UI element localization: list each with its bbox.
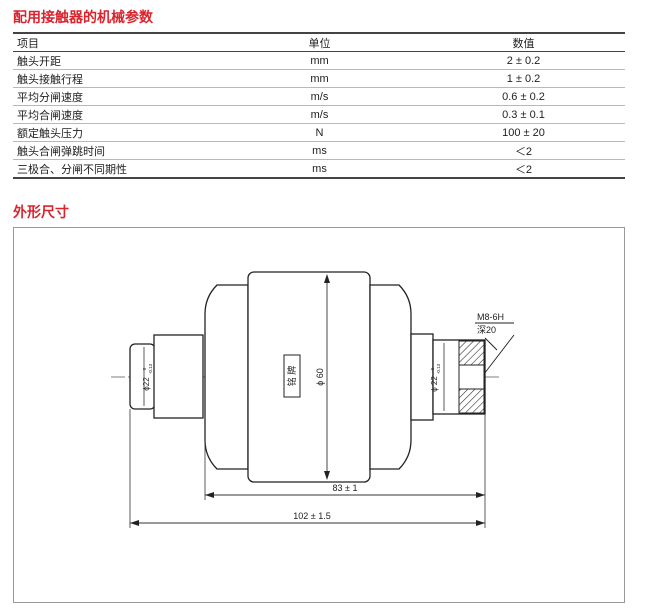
table-row: 三极合、分闸不同期性 ms ＜2 xyxy=(13,160,625,178)
table-row: 额定触头压力 N 100 ± 20 xyxy=(13,124,625,142)
thread-depth-label: 深20 xyxy=(477,325,496,335)
section-title-dimensions: 外形尺寸 xyxy=(13,204,69,220)
cell-unit: ms xyxy=(312,144,327,157)
cell-unit: mm xyxy=(310,72,329,85)
cell-unit: N xyxy=(315,126,324,139)
mechanical-params-table: 项目 单位 数值 触头开距 mm 2 ± 0.2 触头接触行程 mm 1 ± 0.2 平… xyxy=(13,32,625,179)
cell-item: 平均合闸速度 xyxy=(17,109,83,122)
cell-item: 平均分闸速度 xyxy=(17,91,83,104)
cell-item: 额定触头压力 xyxy=(17,127,83,140)
table-row: 触头开距 mm 2 ± 0.2 xyxy=(13,52,625,70)
dim-right-tol-upper: 0 xyxy=(430,367,435,370)
cell-value: 0.3 ± 0.1 xyxy=(502,108,545,121)
thread-hatch-top xyxy=(458,340,485,366)
thread-hatch-bottom xyxy=(458,388,485,414)
cell-unit: m/s xyxy=(310,108,329,121)
header-value: 数值 xyxy=(512,37,535,50)
cell-value: 1 ± 0.2 xyxy=(506,72,541,85)
dim-right-shaft-label: ϕ 22 xyxy=(430,376,439,392)
header-unit: 单位 xyxy=(308,37,331,50)
dim-right-tol-lower: -0.13 xyxy=(436,363,441,374)
dim-102-label: 102 ± 1.5 xyxy=(293,511,330,521)
cell-unit: mm xyxy=(310,54,329,67)
dim-60-arrow-top xyxy=(324,274,330,283)
body-right-cap xyxy=(369,284,412,470)
cell-unit: m/s xyxy=(310,90,329,103)
cell-value: 0.6 ± 0.2 xyxy=(502,90,545,103)
nameplate-box xyxy=(283,354,301,398)
dim-left-tol-upper: 0 xyxy=(142,367,147,370)
section-title-mechanical-params: 配用接触器的机械参数 xyxy=(13,9,153,25)
cell-value: ＜2 xyxy=(514,145,533,158)
cell-item: 触头接触行程 xyxy=(17,73,83,86)
dim-83-label: 83 ± 1 xyxy=(333,483,358,493)
header-item: 项目 xyxy=(17,37,39,50)
dim-60-arrow-bottom xyxy=(324,471,330,480)
cell-item: 触头合闸弹跳时间 xyxy=(17,145,105,158)
body-center xyxy=(247,271,371,483)
cell-value: 100 ± 20 xyxy=(502,126,545,139)
dimension-drawing-frame: ϕ 60 铭 牌 ϕ22 0 -0.13 ϕ 22 0 -0.13 M8-6H … xyxy=(13,227,625,603)
table-row: 平均合闸速度 m/s 0.3 ± 0.1 xyxy=(13,106,625,124)
cell-value: ＜2 xyxy=(514,163,533,176)
cell-unit: ms xyxy=(312,162,327,175)
left-shaft-end xyxy=(129,343,156,410)
dim-60-label: ϕ 60 xyxy=(315,368,325,386)
dim-83-arrow-left xyxy=(205,492,214,498)
cell-item: 触头开距 xyxy=(17,55,61,68)
thread-spec-label: M8-6H xyxy=(477,312,504,322)
cell-value: 2 ± 0.2 xyxy=(506,54,541,67)
thread-hole xyxy=(458,364,485,390)
dim-102-arrow-left xyxy=(130,520,139,526)
table-row: 平均分闸速度 m/s 0.6 ± 0.2 xyxy=(13,88,625,106)
table-row: 触头合闸弹跳时间 ms ＜2 xyxy=(13,142,625,160)
dim-left-shaft-label: ϕ22 xyxy=(142,377,151,391)
body-left-cap xyxy=(204,284,249,470)
dimension-drawing: ϕ 60 铭 牌 ϕ22 0 -0.13 ϕ 22 0 -0.13 M8-6H … xyxy=(111,271,515,528)
dim-102-arrow-right xyxy=(476,520,485,526)
nameplate-label: 铭 牌 xyxy=(286,366,297,387)
table-row: 触头接触行程 mm 1 ± 0.2 xyxy=(13,70,625,88)
cell-item: 三极合、分闸不同期性 xyxy=(17,163,127,176)
left-shaft xyxy=(153,334,204,419)
dim-left-tol-lower: -0.13 xyxy=(148,363,153,374)
table-header-row: 项目 单位 数值 xyxy=(13,33,625,52)
thread-break-line xyxy=(484,337,498,351)
dim-83-arrow-right xyxy=(476,492,485,498)
thread-leader-line xyxy=(483,334,515,375)
